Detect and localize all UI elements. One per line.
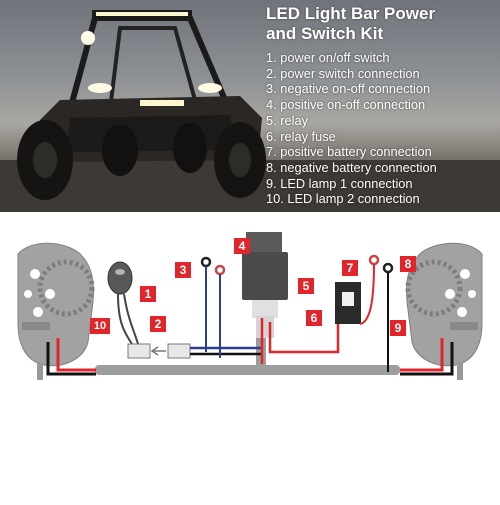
wiring-diagram: 1 2 3 4 5 6 7 8 9 10: [0, 212, 500, 500]
callout-4: 4: [234, 238, 250, 254]
legend-item: 1. power on/off switch: [266, 50, 390, 65]
utv-photo: LED Light Bar Power and Switch Kit 1. po…: [0, 0, 500, 212]
utv-illustration: [0, 10, 500, 212]
legend-item: 8. negative battery connection: [266, 159, 437, 175]
wiring-svg: [17, 232, 483, 380]
callout-9: 9: [390, 320, 406, 336]
legend-item: 6. relay fuse: [266, 128, 336, 144]
callout-10: 10: [90, 318, 110, 334]
harness-loom: [95, 365, 400, 375]
parts-legend: 1. power on/off switch 2. power switch c…: [266, 50, 437, 207]
legend-item: 9. LED lamp 1 connection: [266, 175, 413, 191]
title-line-1: LED Light Bar Power: [266, 4, 436, 23]
relay-fuse: [335, 282, 361, 324]
callout-3: 3: [175, 262, 191, 278]
legend-item: 5. relay: [266, 112, 308, 128]
legend-item: 4. positive on-off connection: [266, 97, 426, 113]
callout-8: 8: [400, 256, 416, 272]
title-line-2: and Switch Kit: [266, 24, 384, 43]
callout-5: 5: [298, 278, 314, 294]
led-lamp-right: [405, 242, 483, 380]
legend-item: 3. negative on-off connection: [266, 81, 431, 97]
legend-item: 10. LED lamp 2 connection: [266, 191, 420, 207]
legend-item: 2. power switch connection: [266, 65, 420, 81]
callout-2: 2: [150, 316, 166, 332]
legend-item: 7. positive battery connection: [266, 144, 432, 160]
callout-7: 7: [342, 260, 358, 276]
power-switch: [107, 261, 133, 295]
switch-connector: [127, 343, 191, 359]
callout-6: 6: [306, 310, 322, 326]
relay: [242, 232, 288, 338]
led-lamp-left: [17, 242, 95, 380]
grille-light-bar: [140, 100, 184, 106]
page-title: LED Light Bar Power and Switch Kit: [266, 4, 496, 44]
callout-1: 1: [140, 286, 156, 302]
